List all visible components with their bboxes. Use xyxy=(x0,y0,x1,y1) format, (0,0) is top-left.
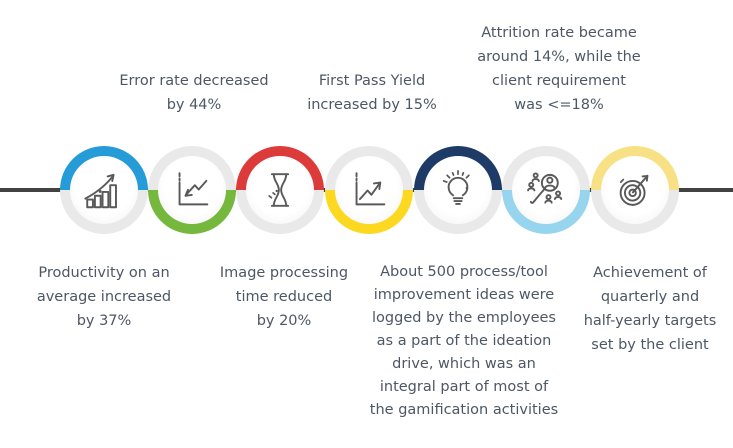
rising-line-chart-icon xyxy=(355,172,386,206)
milestone-4-disc xyxy=(335,156,403,224)
target-arrow-icon xyxy=(619,174,649,206)
milestone-7-circle xyxy=(591,146,679,234)
talent-search-icon xyxy=(527,172,563,204)
milestone-5-circle xyxy=(414,146,502,234)
milestone-4-label: First Pass Yield increased by 15% xyxy=(307,73,437,113)
milestone-7-disc xyxy=(601,156,669,224)
milestone-1-label: Productivity on an average increased by … xyxy=(36,265,172,329)
milestone-4-circle xyxy=(325,146,413,234)
milestone-5-disc xyxy=(424,156,492,224)
milestone-5-label: About 500 process/tool improvement ideas… xyxy=(369,264,559,418)
milestone-2-disc xyxy=(158,156,226,224)
milestone-1-disc xyxy=(70,156,138,224)
milestone-2-label: Error rate decreased by 44% xyxy=(119,73,269,113)
milestone-2-circle xyxy=(148,146,236,234)
milestone-3-disc xyxy=(246,156,314,224)
growth-bar-chart-icon xyxy=(84,173,117,209)
lightbulb-icon xyxy=(442,169,470,205)
milestone-6-circle xyxy=(502,146,590,234)
milestone-3-label: Image processing time reduced by 20% xyxy=(219,265,349,329)
milestone-7-label: Achievement of quarterly and half-yearly… xyxy=(583,265,717,353)
milestone-3-circle xyxy=(236,146,324,234)
hourglass-icon xyxy=(268,173,290,207)
milestone-6-label: Attrition rate became around 14%, while … xyxy=(477,25,641,113)
milestone-1-circle xyxy=(60,146,148,234)
declining-line-chart-icon xyxy=(178,172,209,206)
milestone-6-disc xyxy=(512,156,580,224)
